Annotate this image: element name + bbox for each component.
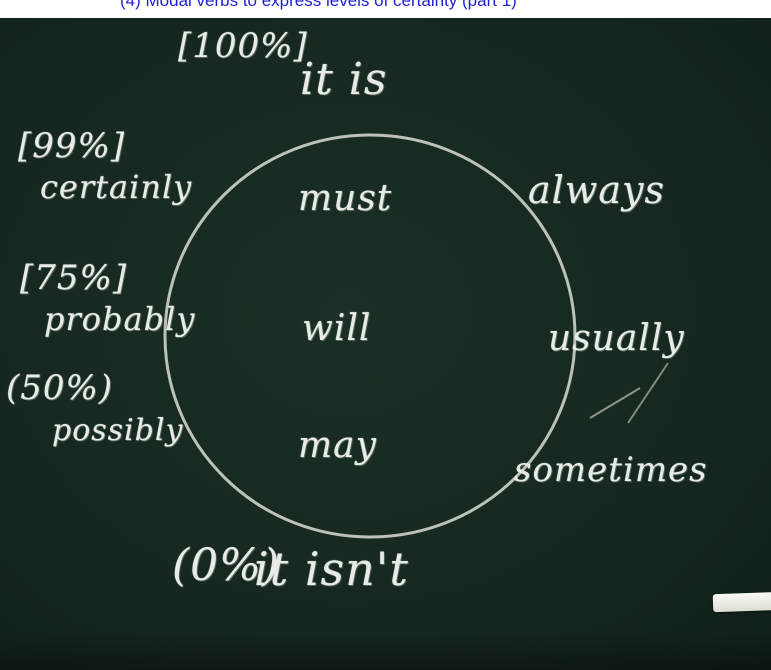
- right-word-sometimes: sometimes: [514, 450, 708, 490]
- left-word-certainly: certainly: [40, 168, 193, 206]
- left-percent-probably: [75%]: [20, 258, 128, 298]
- right-word-usually: usually: [548, 318, 685, 359]
- circle-word-will: will: [302, 308, 372, 349]
- cropped-header-text: (4) Modal verbs to express levels of cer…: [120, 0, 517, 10]
- circle-word-must: must: [298, 178, 393, 219]
- bottom-label: it isn't: [254, 542, 409, 596]
- top-label: it is: [300, 54, 388, 105]
- left-percent-certainly: [99%]: [18, 126, 126, 166]
- left-word-possibly: possibly: [52, 413, 184, 448]
- left-word-probably: probably: [44, 300, 196, 338]
- cropped-header: (4) Modal verbs to express levels of cer…: [0, 0, 771, 18]
- chalk-circle: [163, 133, 669, 539]
- top-percent: [100%]: [178, 26, 308, 66]
- chalkboard: [100%] it is must will may [99%] certain…: [0, 18, 771, 670]
- left-percent-possibly: (50%): [6, 368, 114, 408]
- right-word-always: always: [528, 168, 665, 212]
- circle-word-may: may: [298, 425, 377, 466]
- board-bottom-shadow: [0, 630, 771, 670]
- chalk-stick: [712, 591, 771, 613]
- bottom-percent: (0%): [172, 540, 281, 591]
